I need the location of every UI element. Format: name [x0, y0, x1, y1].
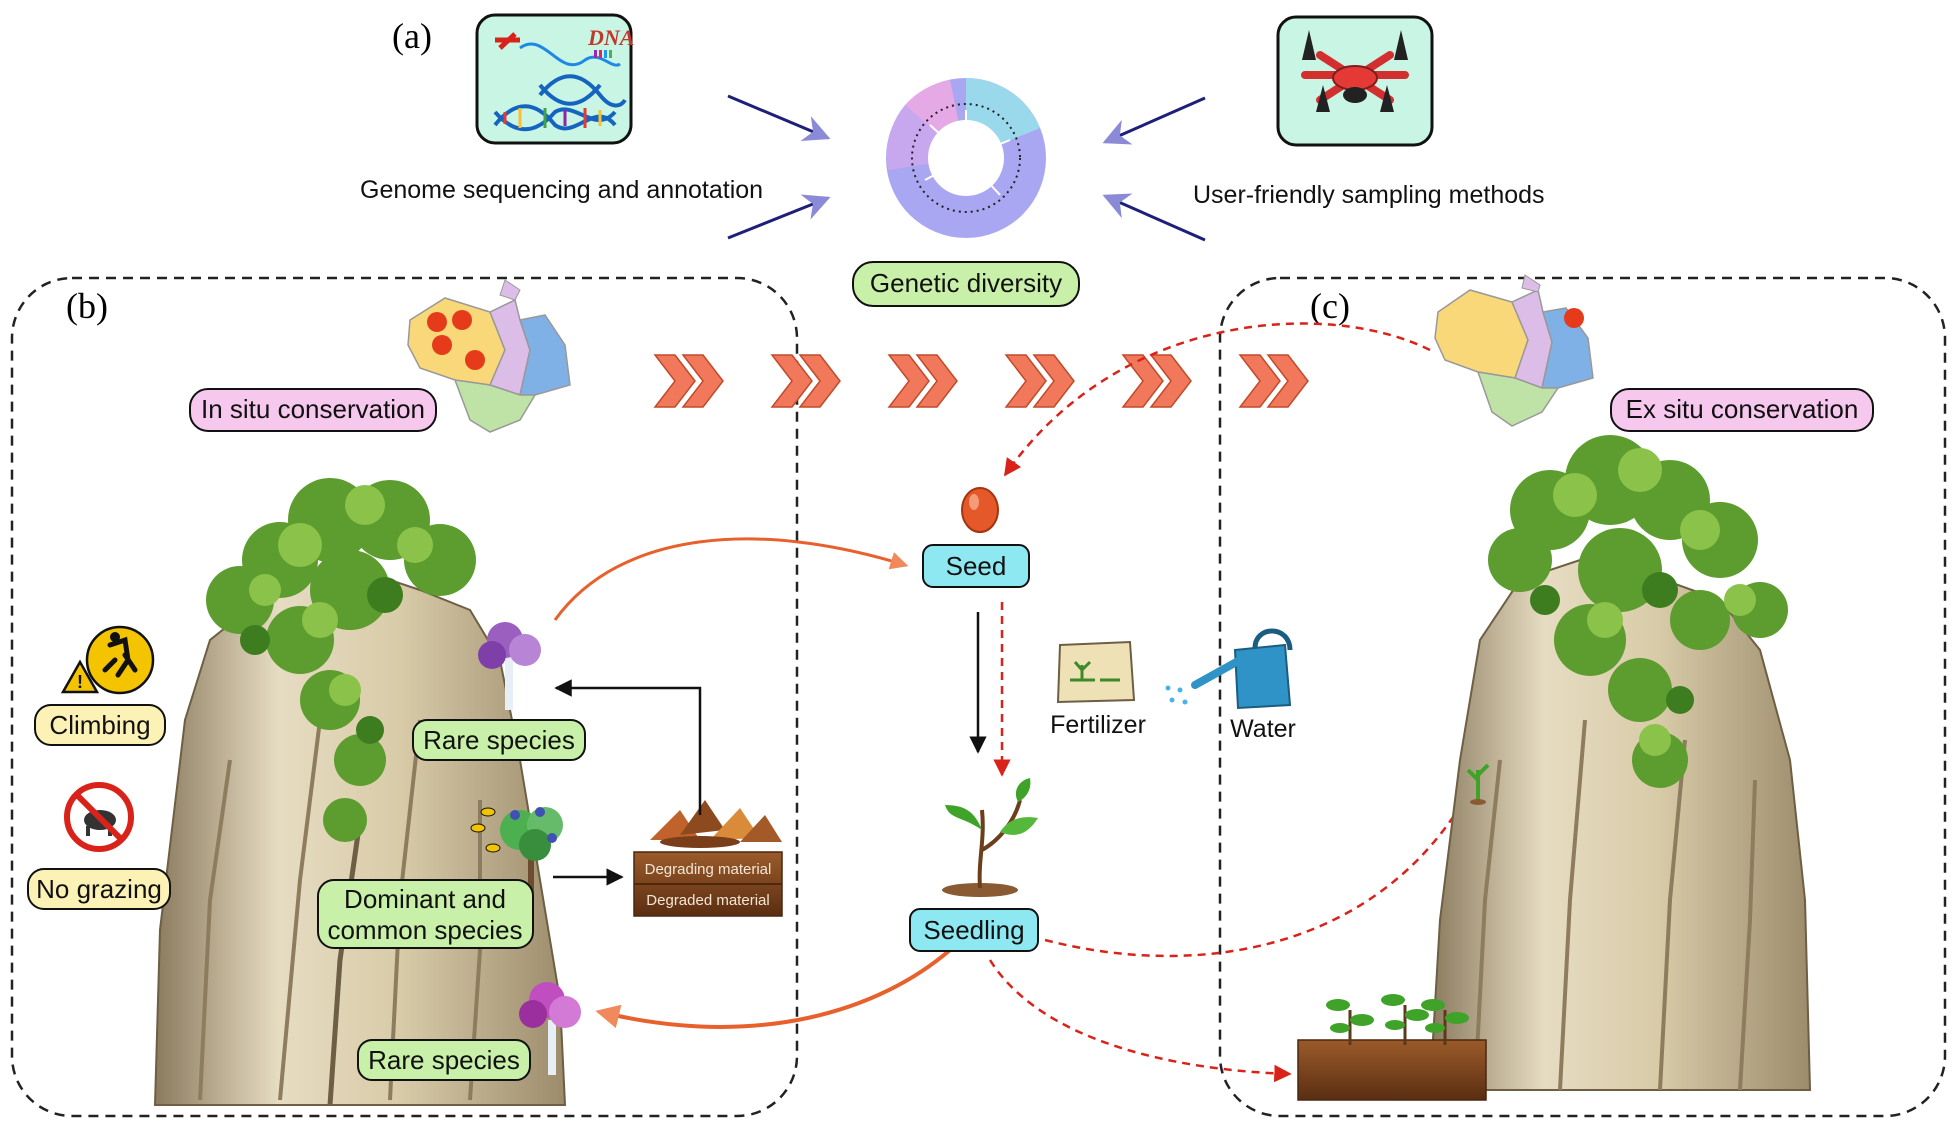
region-map-left — [407, 279, 571, 433]
arrow-exsitu-to-seed — [1003, 322, 1431, 477]
arrow-seedling-to-rare — [595, 948, 952, 1029]
warning-icon: ! — [60, 659, 100, 694]
rare-species-tree-upper — [478, 622, 541, 710]
svg-text:Rare species: Rare species — [423, 725, 575, 755]
phylogenetic-tree-icon — [886, 78, 1046, 238]
rare-species-pill-lower: Rare species — [357, 1039, 531, 1081]
panel-b-label: (b) — [66, 286, 108, 326]
dominant-species-tree — [500, 807, 563, 895]
arrow-genome-bottom — [727, 194, 831, 240]
genome-label: Genome sequencing and annotation — [360, 176, 763, 204]
soil-block: Degrading material Degraded material — [633, 851, 783, 917]
karst-mountain-left — [153, 478, 567, 1106]
seed-pill: Seed — [922, 544, 1030, 588]
chevron-4 — [1004, 354, 1075, 408]
rare-species-tree-lower — [519, 982, 581, 1075]
chevron-6 — [1238, 354, 1309, 408]
climbing-icon — [85, 625, 155, 695]
karst-mountain-right — [1428, 435, 1812, 1091]
seedling-pill: Seedling — [909, 908, 1039, 952]
rare-species-pill-upper: Rare species — [412, 719, 586, 761]
svg-text:!: ! — [77, 672, 83, 692]
no-grazing-icon — [64, 782, 134, 852]
arrow-litter-to-rare — [554, 679, 702, 815]
nursery-bed-icon — [1297, 994, 1487, 1101]
fertilizer-label: Fertilizer — [1050, 711, 1146, 739]
cliff-seedling-icon — [1466, 763, 1490, 805]
chevron-1 — [653, 354, 724, 408]
leaf-litter-icon — [650, 800, 782, 848]
region-map-right — [1434, 274, 1594, 427]
svg-text:Dominant and: Dominant and — [344, 884, 506, 914]
panel-a-label: (a) — [392, 16, 432, 56]
arrow-genome-top — [727, 94, 831, 142]
bee-icon — [470, 807, 501, 853]
svg-text:DNA: DNA — [587, 25, 634, 50]
svg-text:Ex situ conservation: Ex situ conservation — [1626, 394, 1859, 424]
svg-text:No grazing: No grazing — [36, 874, 162, 904]
svg-text:Seed: Seed — [946, 551, 1007, 581]
panel-b-border — [10, 276, 799, 1118]
panel-c-label: (c) — [1310, 286, 1350, 326]
chevron-2 — [770, 354, 841, 408]
svg-text:In situ conservation: In situ conservation — [201, 394, 425, 424]
in-situ-pill: In situ conservation — [189, 388, 437, 432]
degraded-material-label: Degraded material — [646, 892, 769, 909]
watering-can-icon — [1165, 628, 1293, 710]
fertilizer-bag-icon — [1056, 640, 1136, 704]
panel-c-border — [1218, 276, 1947, 1118]
arrow-sampling-top — [1102, 96, 1206, 145]
arrow-sampling-bottom — [1102, 193, 1206, 242]
degrading-material-label: Degrading material — [645, 861, 772, 878]
drone-icon — [1276, 15, 1434, 147]
arrow-rare-to-seed — [553, 537, 909, 621]
chevron-5 — [1121, 354, 1192, 408]
svg-text:Genetic diversity: Genetic diversity — [870, 268, 1062, 298]
svg-text:Rare species: Rare species — [368, 1045, 520, 1075]
climbing-pill: Climbing — [34, 704, 166, 746]
dominant-species-pill: Dominant and common species — [317, 879, 534, 949]
svg-text:Climbing: Climbing — [49, 710, 150, 740]
arrow-seedling-to-cliff — [1044, 788, 1472, 958]
ex-situ-pill: Ex situ conservation — [1610, 388, 1874, 432]
chevron-3 — [887, 354, 958, 408]
svg-text:Seedling: Seedling — [923, 915, 1024, 945]
arrow-seedling-to-nursery — [988, 959, 1292, 1083]
genetic-diversity-pill: Genetic diversity — [852, 261, 1080, 307]
water-label: Water — [1230, 715, 1296, 743]
seedling-icon — [942, 778, 1038, 897]
chevron-arrows — [653, 354, 1309, 408]
dna-sequencing-icon: DNA — [475, 13, 634, 145]
sampling-label: User-friendly sampling methods — [1193, 181, 1545, 209]
no-grazing-pill: No grazing — [27, 868, 171, 910]
seed-icon — [961, 487, 999, 533]
svg-text:common species: common species — [327, 915, 522, 945]
